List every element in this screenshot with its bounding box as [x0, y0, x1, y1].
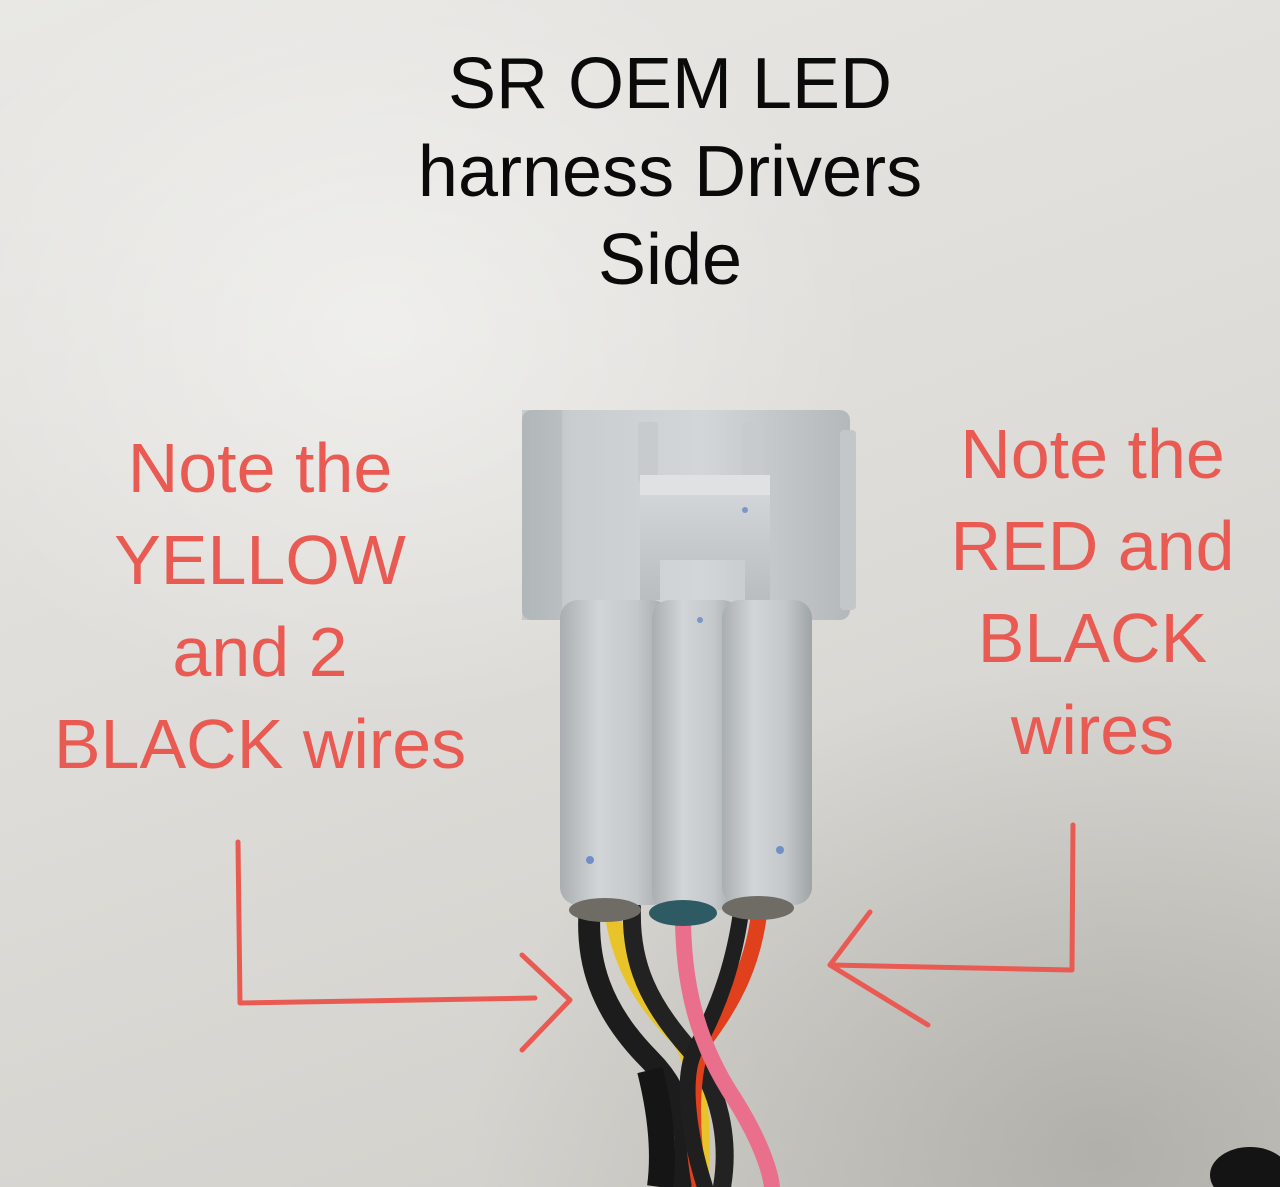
background-object [1210, 1147, 1280, 1187]
annotation-arrows [235, 822, 1076, 1053]
wire-seal-middle [649, 900, 717, 926]
latch-tab [640, 480, 770, 600]
annotation-line: YELLOW [114, 521, 406, 599]
left-arrow-line [235, 839, 538, 1006]
pink-wire [675, 907, 780, 1187]
right-arrowhead [827, 909, 931, 1028]
terminal-tube-middle [652, 600, 740, 910]
wire-seal-left [569, 898, 641, 922]
wire-seal-right [722, 896, 794, 920]
title-line: SR OEM LED [447, 44, 893, 124]
image-title: SR OEM LED harness Drivers Side [340, 40, 1000, 304]
annotation-line: and 2 [172, 613, 348, 691]
right-annotation: Note the RED and BLACK wires [915, 408, 1270, 776]
annotation-line: BLACK [977, 599, 1208, 677]
annotation-line: Note the [960, 415, 1225, 493]
black-wire-left [578, 894, 697, 1187]
left-annotation: Note the YELLOW and 2 BLACK wires [10, 422, 510, 790]
wire-sleeve [637, 1066, 675, 1187]
title-line: Side [597, 220, 743, 300]
black-wire-right [679, 897, 750, 1187]
annotation-line: RED and [950, 507, 1235, 585]
terminal-tube-right [722, 600, 812, 905]
title-line: harness Drivers [417, 132, 923, 212]
wire-bundle [578, 894, 1280, 1187]
left-arrowhead [519, 952, 573, 1053]
annotation-line: wires [1010, 691, 1175, 769]
terminal-tube-left [560, 600, 670, 905]
annotation-line: Note the [127, 429, 393, 507]
connector-housing [522, 410, 856, 926]
right-arrow-line [827, 822, 1076, 973]
annotation-line: BLACK wires [53, 705, 467, 783]
